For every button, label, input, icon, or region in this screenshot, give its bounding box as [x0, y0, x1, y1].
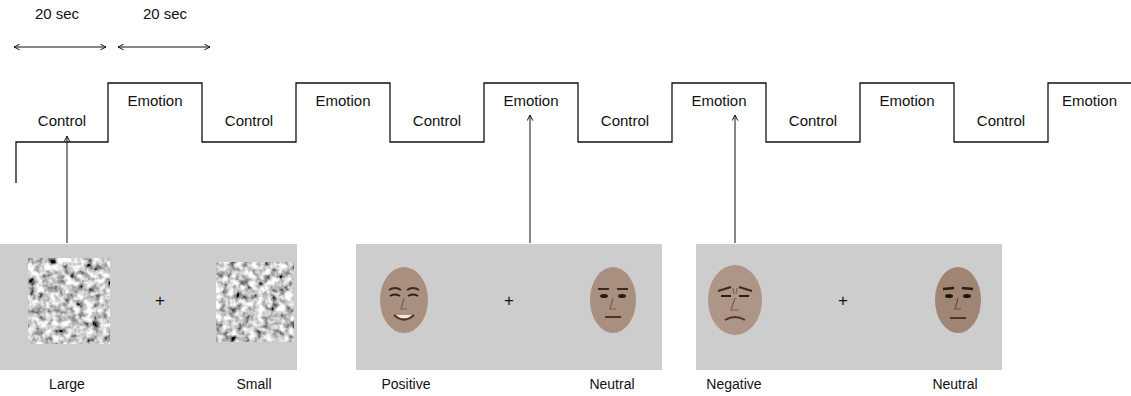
stimulus-panel — [356, 244, 662, 370]
control-block-label: Control — [789, 112, 837, 129]
duration-arrow — [14, 47, 106, 48]
face-positive — [380, 267, 428, 333]
face-neutral — [590, 267, 636, 333]
duration-label: 20 sec — [35, 5, 79, 22]
face-negative — [708, 265, 762, 335]
emotion-block-label: Emotion — [315, 92, 370, 109]
stimulus-panel — [0, 244, 297, 370]
emotion-block-label: Emotion — [1062, 92, 1117, 109]
fixation-cross: + — [838, 291, 848, 311]
stimulus-label: Large — [49, 376, 85, 392]
emotion-block-label: Emotion — [691, 92, 746, 109]
duration-label: 20 sec — [143, 5, 187, 22]
noise-texture — [28, 258, 110, 344]
face-neutral — [935, 267, 981, 333]
pointer-arrow — [530, 115, 531, 243]
noise-texture — [216, 262, 294, 342]
stimulus-label: Small — [236, 376, 271, 392]
control-block-label: Control — [977, 112, 1025, 129]
stimulus-label: Negative — [706, 376, 761, 392]
pointer-arrow — [735, 115, 736, 243]
control-block-label: Control — [413, 112, 461, 129]
stimulus-label: Neutral — [932, 376, 977, 392]
fixation-cross: + — [155, 291, 165, 311]
stimulus-panel — [696, 244, 1002, 370]
control-block-label: Control — [225, 112, 273, 129]
stimulus-label: Positive — [381, 376, 430, 392]
duration-arrow — [118, 47, 210, 48]
stimulus-label: Neutral — [589, 376, 634, 392]
emotion-block-label: Emotion — [879, 92, 934, 109]
emotion-block-label: Emotion — [503, 92, 558, 109]
pointer-arrow — [67, 136, 68, 243]
emotion-block-label: Emotion — [127, 92, 182, 109]
control-block-label: Control — [601, 112, 649, 129]
fixation-cross: + — [504, 291, 514, 311]
control-block-label: Control — [38, 112, 86, 129]
block-wave — [16, 83, 1131, 183]
